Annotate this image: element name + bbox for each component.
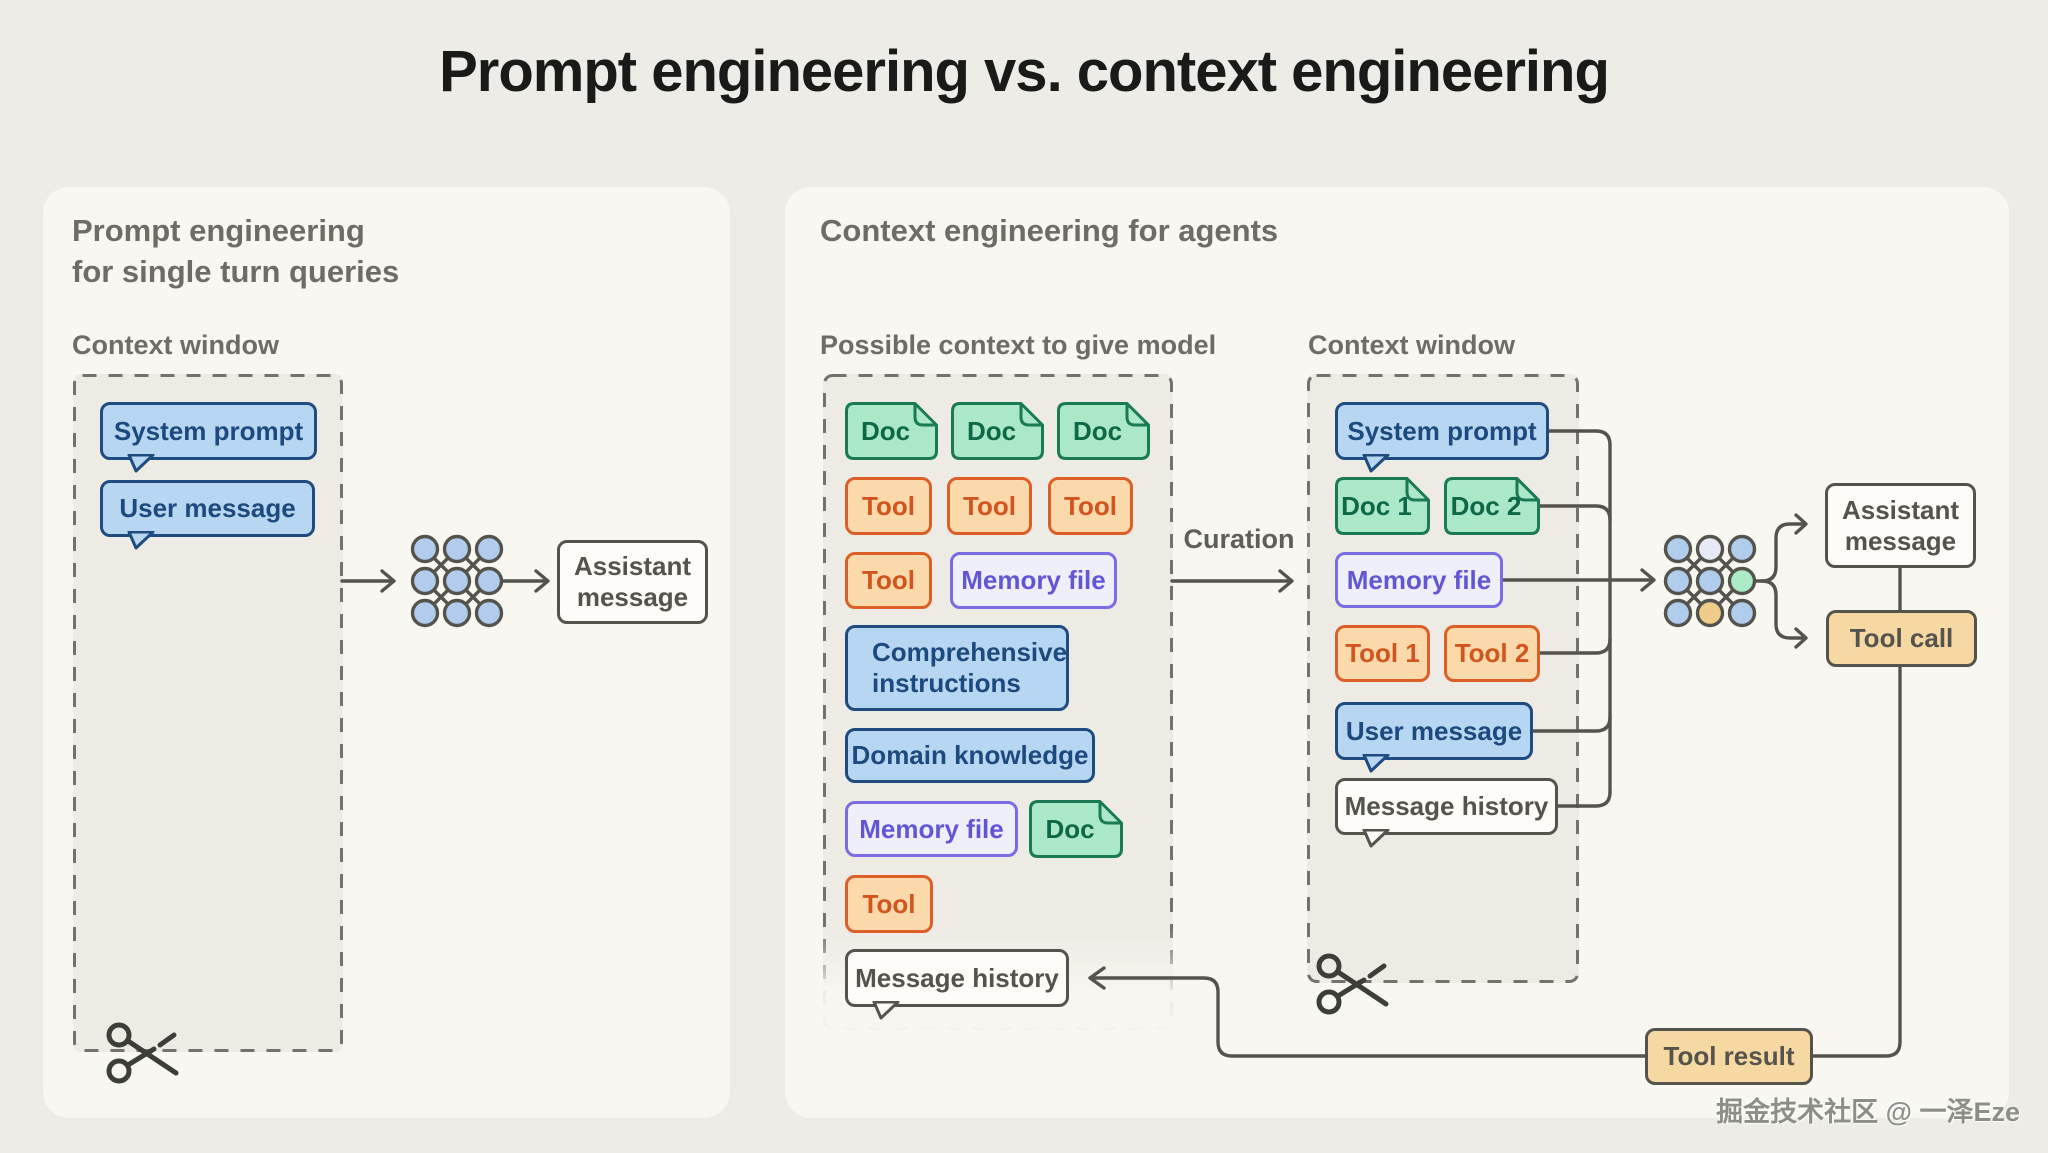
tool-box: Tool	[1048, 477, 1133, 535]
possible-context-label: Possible context to give model	[820, 330, 1217, 360]
doc-shape	[1444, 477, 1540, 535]
speech-tail	[872, 1001, 900, 1020]
tool-label: Tool	[862, 888, 916, 919]
user-message-bubble: User message	[100, 480, 315, 550]
system-prompt-bubble: System prompt	[1335, 402, 1549, 473]
left-context-window-label: Context window	[72, 330, 279, 360]
tool-label: Tool	[963, 490, 1016, 521]
speech-tail	[127, 531, 155, 550]
doc-card: Doc	[845, 402, 938, 460]
doc-shape	[845, 402, 938, 460]
curation-label: Curation	[1183, 524, 1295, 554]
comprehensive-instructions-box: Comprehensive instructions	[845, 625, 1069, 711]
tool-loop-connector	[1088, 566, 1902, 1058]
page-title: Prompt engineering vs. context engineeri…	[439, 39, 1610, 104]
assistant-message-label: Assistant message	[573, 551, 692, 612]
arrow-to-model-icon	[340, 569, 396, 593]
dashed-border	[73, 374, 343, 1052]
memory-file-label: Memory file	[859, 813, 1004, 844]
assistant-message-box: Assistant message	[557, 540, 708, 624]
system-prompt-label: System prompt	[1347, 415, 1537, 446]
right-context-window-label: Context window	[1308, 330, 1515, 360]
doc-label: Doc	[1072, 415, 1123, 446]
tool-label: Tool	[1064, 490, 1117, 521]
message-history-bubble: Message history	[845, 949, 1069, 1020]
tool-result-label: Tool result	[1663, 1041, 1795, 1072]
doc-shape	[1057, 402, 1150, 460]
tool1-box: Tool 1	[1335, 625, 1430, 682]
doc1-card: Doc 1	[1335, 477, 1430, 535]
doc-shape	[1335, 477, 1430, 535]
doc-shape	[951, 402, 1044, 460]
doc-label: Doc	[966, 415, 1017, 446]
right-panel-heading: Context engineering for agents	[820, 213, 1279, 248]
user-message-label: User message	[1345, 715, 1523, 746]
message-history-label: Message history	[1344, 791, 1549, 822]
tool-label: Tool	[862, 565, 915, 596]
memory-file-label: Memory file	[961, 565, 1106, 596]
tool-box: Tool	[845, 875, 933, 933]
domain-knowledge-box: Domain knowledge	[845, 728, 1095, 783]
doc-card: Doc	[1029, 800, 1123, 858]
doc-shape	[1029, 800, 1123, 858]
doc1-label: Doc 1	[1341, 490, 1412, 521]
tool-box: Tool	[845, 477, 932, 535]
curation-arrow	[1170, 569, 1294, 593]
speech-tail	[1362, 829, 1390, 848]
doc-card: Doc	[1057, 402, 1150, 460]
domain-knowledge-label: Domain knowledge	[851, 740, 1089, 771]
doc-label: Doc	[860, 415, 911, 446]
user-message-label: User message	[119, 493, 296, 524]
doc-card: Doc	[951, 402, 1044, 460]
tool-call-box: Tool call	[1826, 610, 1977, 667]
tool2-box: Tool 2	[1444, 625, 1540, 682]
message-history-bubble: Message history	[1335, 778, 1558, 848]
comprehensive-instructions-label: Comprehensive instructions	[872, 637, 1068, 698]
scissors-icon	[106, 1022, 179, 1084]
tool-call-label: Tool call	[1849, 623, 1954, 654]
memory-file-box: Memory file	[950, 552, 1117, 609]
memory-file-box: Memory file	[1335, 552, 1503, 608]
tool2-label: Tool 2	[1454, 638, 1530, 669]
doc-label: Doc	[1045, 813, 1095, 844]
tool-box: Tool	[845, 552, 932, 609]
watermark: 掘金技术社区 @ 一泽Eze	[1716, 1097, 2020, 1127]
left-panel-heading: Prompt engineering for single turn queri…	[72, 213, 400, 289]
tool-result-box: Tool result	[1645, 1028, 1813, 1085]
memory-file-box: Memory file	[845, 801, 1018, 857]
left-context-window-box	[73, 374, 343, 1052]
model-network-icon	[410, 534, 504, 628]
system-prompt-label: System prompt	[113, 415, 304, 446]
speech-tail	[127, 454, 155, 473]
system-prompt-bubble: System prompt	[100, 402, 317, 473]
doc2-card: Doc 2	[1444, 477, 1540, 535]
doc2-label: Doc 2	[1450, 490, 1522, 521]
assistant-message-box: Assistant message	[1825, 483, 1976, 568]
memory-file-label: Memory file	[1346, 564, 1492, 595]
speech-tail	[1362, 754, 1390, 773]
context-to-model-connectors	[1498, 429, 1656, 808]
tool-label: Tool	[862, 490, 915, 521]
scissors-icon	[1316, 953, 1389, 1015]
tool-box: Tool	[947, 477, 1032, 535]
model-network-icon	[1663, 534, 1757, 628]
assistant-message-label: Assistant message	[1841, 494, 1960, 556]
speech-tail	[1362, 454, 1390, 473]
arrow-to-assistant-message	[498, 569, 550, 593]
tool1-label: Tool 1	[1345, 638, 1420, 669]
user-message-bubble: User message	[1335, 702, 1533, 773]
message-history-label: Message history	[855, 962, 1059, 993]
dashed-border	[1307, 374, 1579, 983]
dashed-border	[823, 374, 1173, 1030]
